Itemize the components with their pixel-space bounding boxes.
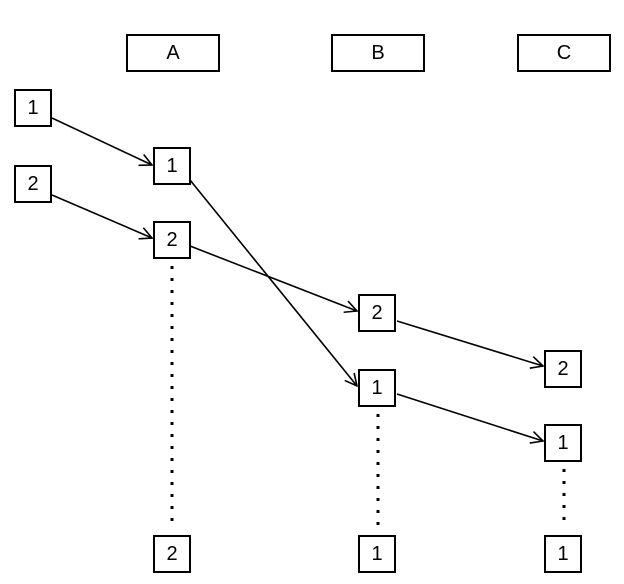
arrow-input2-to-a2 [51,194,152,238]
column-c-message-1: 1 [544,424,582,462]
column-b-message-2: 2 [358,294,396,332]
input-message-1: 1 [14,89,52,127]
input-message-2: 2 [14,165,52,203]
arrow-b2-to-c2 [396,320,543,366]
column-c-final-message: 1 [544,535,582,573]
column-a-final-message: 2 [153,535,191,573]
column-header-a: A [126,34,220,72]
column-c-message-2: 2 [544,350,582,388]
column-a-message-1: 1 [153,147,191,185]
arrow-input1-to-a1 [51,117,152,165]
column-b-final-message: 1 [358,535,396,573]
column-header-b: B [331,34,425,72]
column-b-message-1: 1 [358,369,396,407]
column-header-c: C [517,34,611,72]
arrow-b1-to-c1 [396,393,543,441]
column-a-message-2: 2 [153,221,191,259]
arrow-a1-to-b1 [189,179,357,386]
arrow-a2-to-b2 [189,245,357,311]
